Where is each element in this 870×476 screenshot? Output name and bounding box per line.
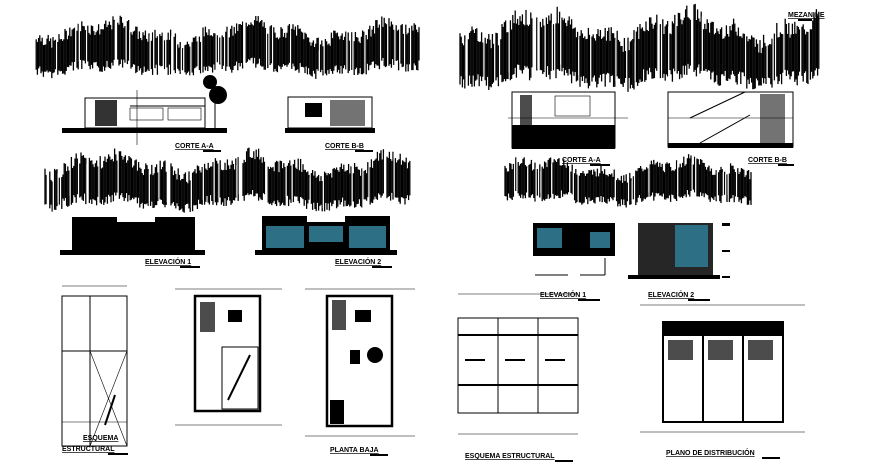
tree-silhouette-bands <box>34 3 820 213</box>
mezzanine-title: MEZANINE <box>788 12 825 19</box>
structural-scheme-left-label-1: ESQUEMA <box>83 435 118 442</box>
elevation-2-right <box>628 223 730 279</box>
tree-band-4 <box>504 154 752 208</box>
elevation-1-right-label: ELEVACIÓN 1 <box>540 290 586 299</box>
ground-floor-label: PLANTA BAJA <box>330 447 379 454</box>
distribution-plan <box>640 304 805 433</box>
section-b-left-label: CORTE B-B <box>325 143 364 150</box>
tree-band-3 <box>44 147 411 213</box>
section-a-right <box>508 91 628 149</box>
scale-bar <box>798 19 812 21</box>
elevation-2-right-label: ELEVACIÓN 2 <box>648 290 694 299</box>
section-b-right <box>667 91 794 148</box>
elevation-1-left <box>60 217 205 255</box>
structural-scheme-left <box>61 285 128 447</box>
section-a-left <box>62 75 227 145</box>
section-b-left <box>285 96 375 133</box>
tree-band-2 <box>459 3 820 92</box>
elevation-1-right <box>533 223 615 276</box>
elevation-2-left <box>255 216 397 255</box>
ground-floor-plan <box>305 288 415 437</box>
structural-scheme-right-label: ESQUEMA ESTRUCTURAL <box>465 453 555 460</box>
structural-scheme-right <box>457 293 579 435</box>
distribution-plan-label: PLANO DE DISTRIBUCIÓN <box>666 448 755 457</box>
section-a-left-label: CORTE A-A <box>175 143 214 150</box>
structural-scheme-left-label-2: ESTRUCTURAL <box>62 446 115 453</box>
mezzanine-plan <box>175 288 282 426</box>
section-a-right-label: CORTE A-A <box>562 157 601 164</box>
elevation-1-left-label: ELEVACIÓN 1 <box>145 257 191 266</box>
elevation-2-left-label: ELEVACIÓN 2 <box>335 257 381 266</box>
tree-band-1 <box>34 15 420 79</box>
section-b-right-label: CORTE B-B <box>748 157 787 164</box>
